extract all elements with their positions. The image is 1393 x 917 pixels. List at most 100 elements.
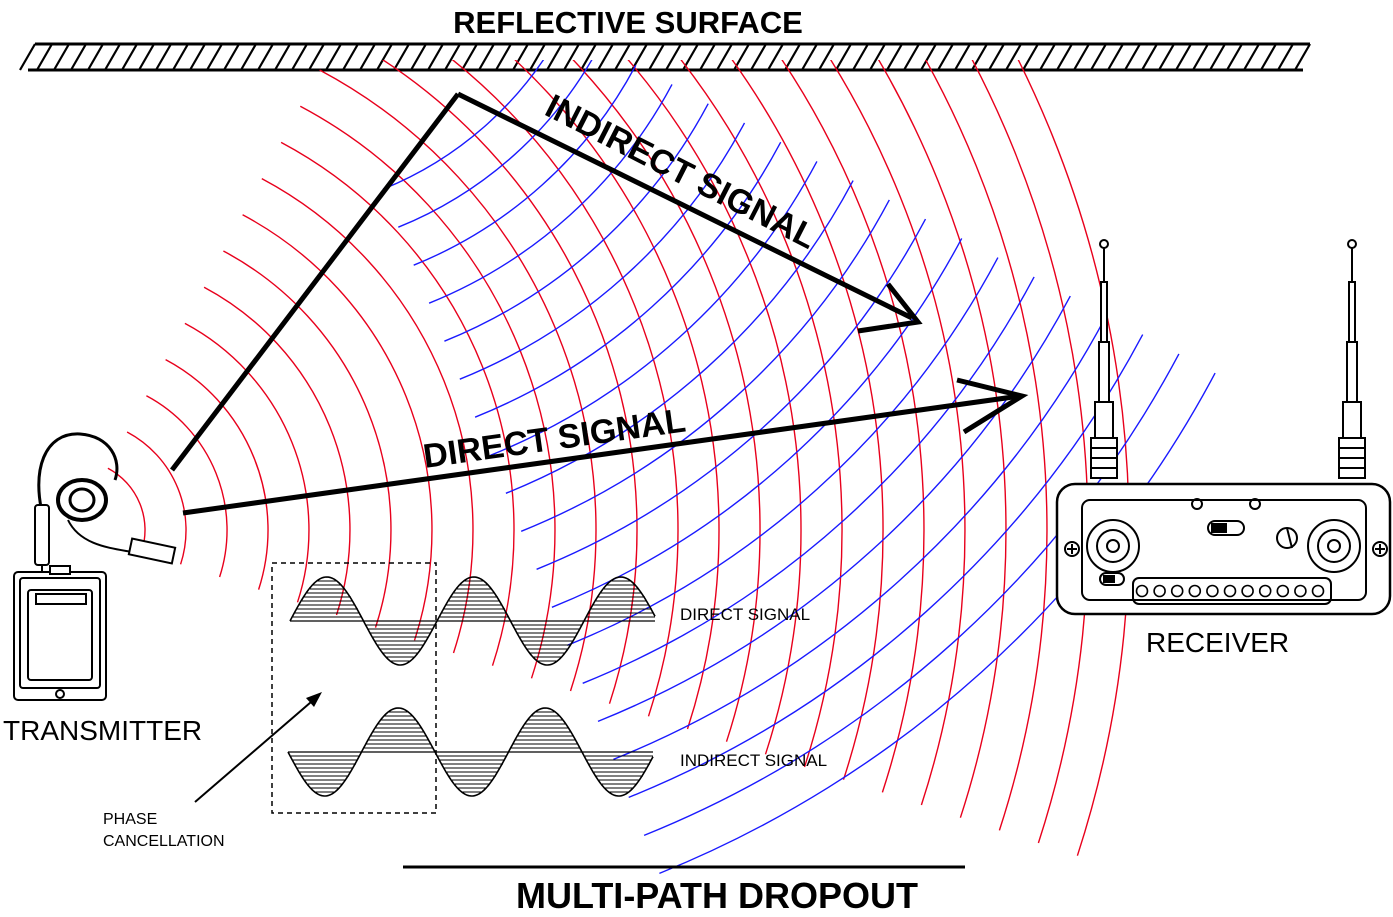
direct-arrowhead (956, 377, 1029, 435)
surface-hatch (1243, 43, 1260, 71)
direct-signal-path (182, 377, 1029, 516)
surface-hatch (495, 43, 512, 71)
wave-indirect-label: INDIRECT SIGNAL (680, 751, 827, 770)
direct-wavefront (261, 177, 474, 654)
surface-hatch (1124, 43, 1141, 71)
waveform-comparison (287, 576, 656, 797)
direct-wavefront (165, 358, 269, 590)
direct-wavefront (319, 69, 597, 692)
surface-hatch (546, 43, 563, 71)
phase-cancellation-box (271, 562, 437, 814)
reflected-wavefront (628, 334, 1144, 799)
direct-wavefront (829, 60, 966, 806)
direct-wavefront (731, 60, 884, 780)
surface-hatch (274, 43, 291, 71)
reflected-wavefront (413, 64, 637, 266)
surface-hatch (359, 43, 376, 71)
sine-waveform (287, 707, 654, 797)
surface-hatch (1192, 43, 1209, 71)
direct-wavefront (877, 60, 1007, 818)
surface-hatch (529, 43, 546, 71)
direct-wavefront (203, 286, 351, 616)
surface-hatch (886, 43, 903, 71)
surface-hatch (1056, 43, 1073, 71)
direct-wavefront (1017, 60, 1130, 856)
surface-hatch (869, 43, 886, 71)
reflected-wavefront (474, 141, 782, 418)
surface-hatch (1294, 43, 1311, 71)
reflected-wavefront (613, 315, 1108, 761)
surface-hatch (291, 43, 308, 71)
surface-hatch (342, 43, 359, 71)
reflected-wavefront (505, 180, 854, 494)
direct-wavefront (146, 395, 228, 578)
reflected-wavefront (428, 84, 673, 304)
reflected-wavefront (459, 122, 746, 380)
surface-hatch (53, 43, 70, 71)
reflected-wavefront (444, 103, 709, 342)
receiver-label: RECEIVER (1146, 627, 1289, 658)
surface-hatch (716, 43, 733, 71)
surface-hatch (920, 43, 937, 71)
surface-hatch (1158, 43, 1175, 71)
surface-hatch (512, 43, 529, 71)
surface-hatch (1039, 43, 1056, 71)
direct-wavefront (126, 431, 187, 565)
receiver-led (1276, 584, 1290, 598)
direct-wavefront (680, 60, 843, 768)
surface-hatch (104, 43, 121, 71)
surface-hatch (87, 43, 104, 71)
surface-hatch (750, 43, 767, 71)
surface-hatch (427, 43, 444, 71)
reflected-wavefront (490, 161, 818, 456)
surface-label: REFLECTIVE SURFACE (453, 5, 803, 40)
surface-hatch (206, 43, 223, 71)
surface-hatch (1175, 43, 1192, 71)
direct-wavefront (184, 322, 310, 603)
transmitter (13, 432, 177, 701)
reflected-wavefront (597, 295, 1071, 723)
surface-hatch (410, 43, 427, 71)
surface-hatch (597, 43, 614, 71)
surface-hatch (1209, 43, 1226, 71)
receiver-led (1223, 584, 1237, 598)
phase-cancellation-pointer (194, 695, 319, 803)
pointer-arrowhead (306, 692, 322, 707)
receiver-led (1294, 584, 1307, 598)
surface-hatch (852, 43, 869, 71)
surface-hatch (1022, 43, 1039, 71)
direct-wavefront (223, 250, 392, 628)
direct-wavefront (280, 141, 515, 666)
surface-hatch (155, 43, 172, 71)
surface-hatch (393, 43, 410, 71)
surface-hatch (138, 43, 155, 71)
receiver-led (1311, 584, 1325, 598)
surface-hatch (699, 43, 716, 71)
phase-label-line2: CANCELLATION (103, 833, 225, 850)
surface-hatch (665, 43, 682, 71)
receiver-led (1170, 584, 1184, 598)
surface-hatch (818, 43, 835, 71)
surface-hatch (308, 43, 325, 71)
direct-wavefront (971, 60, 1089, 844)
surface-hatch (1141, 43, 1158, 71)
surface-hatch (937, 43, 954, 71)
direct-wavefront (627, 60, 802, 755)
receiver-led (1206, 584, 1219, 598)
surface-hatch (70, 43, 87, 71)
reflected-wavefront (551, 238, 963, 608)
surface-hatch (631, 43, 648, 71)
surface-hatch (648, 43, 665, 71)
reflective-surface (19, 42, 1311, 72)
surface-hatch (478, 43, 495, 71)
direct-wavefront (107, 467, 146, 552)
surface-hatch (1090, 43, 1107, 71)
receiver-led (1258, 584, 1272, 598)
direct-wavefront (572, 60, 761, 742)
surface-hatch (1107, 43, 1124, 71)
wave-direct-label: DIRECT SIGNAL (680, 605, 810, 624)
receiver-led (1241, 584, 1254, 598)
reflected-wavefront (520, 199, 890, 532)
surface-hatch (444, 43, 461, 71)
surface-hatch (1005, 43, 1022, 71)
